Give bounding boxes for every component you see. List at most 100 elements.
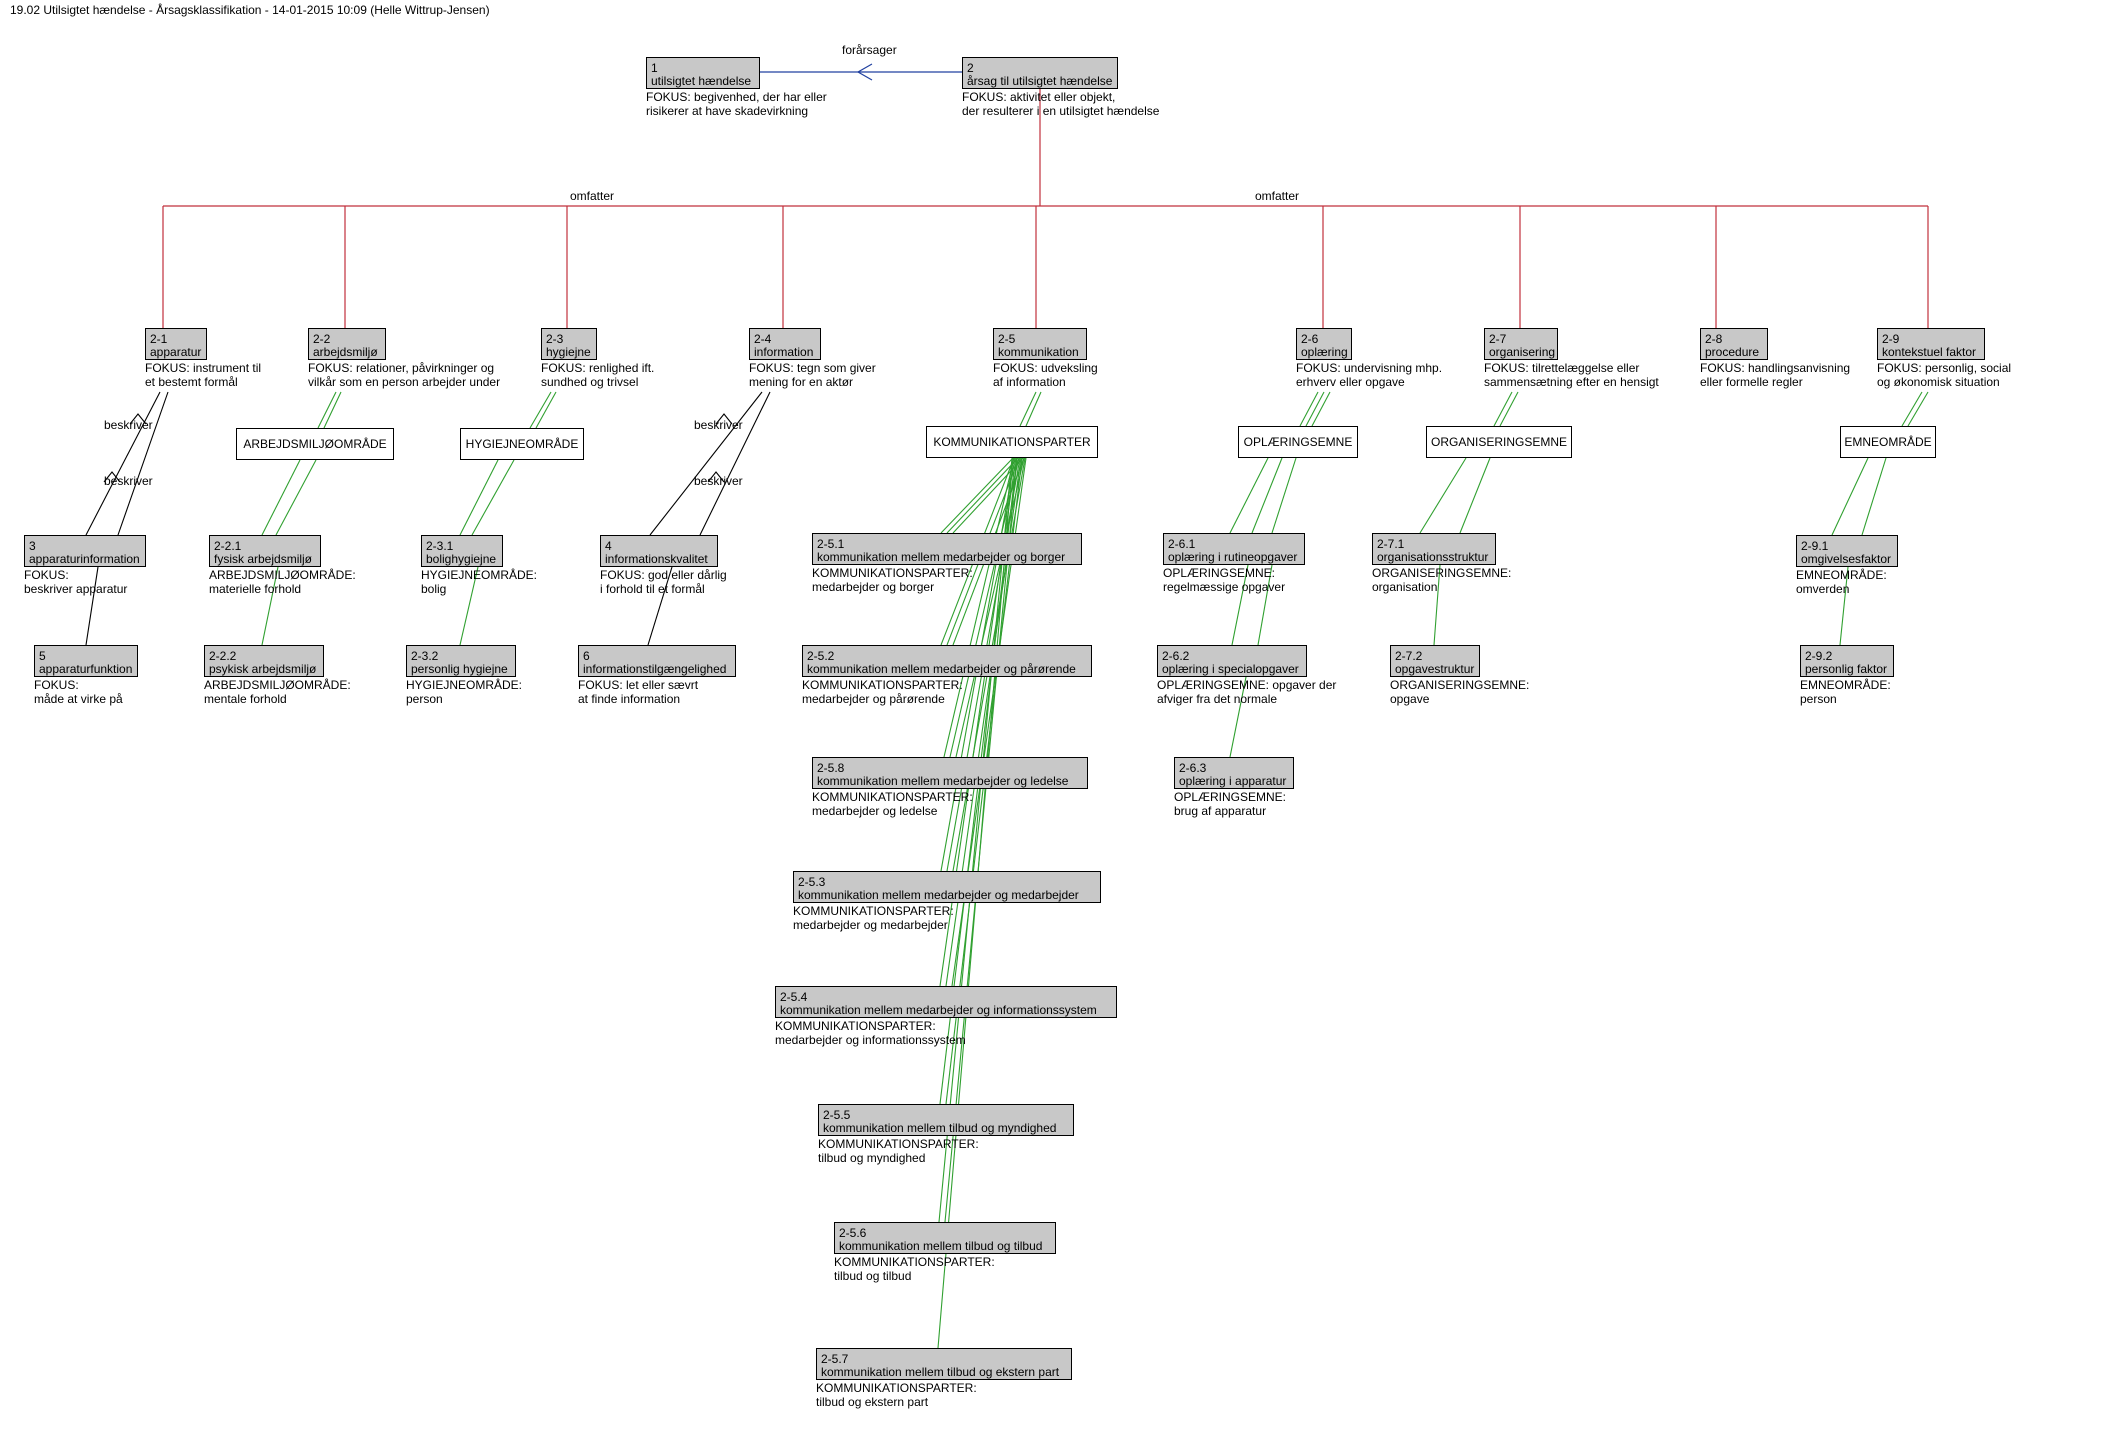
description-line: FOKUS: god eller dårlig — [600, 568, 727, 582]
class-id: 2-6 — [1301, 332, 1319, 346]
description-line: opgave — [1390, 692, 1430, 706]
class-name: kommunikation mellem medarbejder og lede… — [817, 774, 1069, 788]
aspect-line — [1839, 566, 1849, 646]
aspect-line — [1305, 391, 1325, 427]
class-id: 4 — [605, 539, 612, 553]
class-id: 2-8 — [1705, 332, 1723, 346]
description-line: sammensætning efter en hensigt — [1484, 375, 1659, 389]
description-line: OPLÆRINGSEMNE: opgaver der — [1157, 678, 1337, 692]
aspect-line — [1271, 457, 1297, 534]
aspect-box-emneområde[interactable]: EMNEOMRÅDE — [1840, 426, 1936, 458]
relation-line — [85, 566, 99, 646]
class-name: apparaturfunktion — [39, 662, 133, 676]
relation-label-describes-3: beskriver — [694, 418, 743, 432]
description-line: KOMMUNIKATIONSPARTER: — [812, 790, 973, 804]
relation-label-includes-right: omfatter — [1255, 189, 1300, 203]
page-title: 19.02 Utilsigtet hændelse - Årsagsklassi… — [10, 3, 490, 17]
class-id: 2-9 — [1882, 332, 1900, 346]
class-name: organisering — [1489, 345, 1556, 359]
class-name: opgavestruktur — [1395, 662, 1475, 676]
class-name: utilsigtet hændelse — [651, 74, 752, 88]
aspect-box-arbejdsmiljøområde[interactable]: ARBEJDSMILJØOMRÅDE — [236, 428, 394, 460]
description-line: KOMMUNIKATIONSPARTER: — [812, 566, 973, 580]
class-id: 2-3 — [546, 332, 564, 346]
class-id: 2-5.3 — [798, 875, 826, 889]
description-line: af information — [993, 375, 1066, 389]
class-description: ARBEJDSMILJØOMRÅDE:materielle forhold — [209, 568, 356, 596]
aspect-line — [946, 457, 1019, 534]
class-description: HYGIEJNEOMRÅDE:bolig — [421, 568, 537, 596]
class-name: kommunikation mellem medarbejder og info… — [780, 1003, 1097, 1017]
class-id: 2 — [967, 61, 974, 75]
aspect-line — [1251, 457, 1283, 534]
description-line: at finde information — [578, 692, 681, 706]
class-description: HYGIEJNEOMRÅDE:person — [406, 678, 522, 706]
class-name: fysisk arbejdsmiljø — [214, 552, 313, 566]
class-description: KOMMUNIKATIONSPARTER:medarbejder og meda… — [793, 904, 954, 932]
description-line: materielle forhold — [209, 582, 302, 596]
aspect-box-kommunikationsparter[interactable]: KOMMUNIKATIONSPARTER — [926, 426, 1098, 458]
association-arrow — [856, 63, 873, 81]
class-description: KOMMUNIKATIONSPARTER:medarbejder og pårø… — [802, 678, 963, 706]
description-line: FOKUS: — [24, 568, 69, 582]
description-line: tilbud og ekstern part — [816, 1395, 929, 1409]
aspect-box-organiseringsemne[interactable]: ORGANISERINGSEMNE — [1426, 426, 1572, 458]
description-line: afviger fra det normale — [1157, 692, 1278, 706]
description-line: ORGANISERINGSEMNE: — [1390, 678, 1530, 692]
class-id: 2-3.1 — [426, 539, 454, 553]
class-name: årsag til utilsigtet hændelse — [967, 74, 1113, 88]
class-id: 2-5.6 — [839, 1226, 867, 1240]
class-name: informationstilgængelighed — [583, 662, 727, 676]
aspect-line — [1861, 457, 1887, 536]
aspect-box-oplæringsemne[interactable]: OPLÆRINGSEMNE — [1238, 426, 1358, 458]
description-line: tilbud og myndighed — [818, 1151, 926, 1165]
class-name: arbejdsmiljø — [313, 345, 378, 359]
class-name: kommunikation mellem tilbud og tilbud — [839, 1239, 1043, 1253]
relation-line — [85, 391, 161, 536]
aspect-box-hygiejneområde[interactable]: HYGIEJNEOMRÅDE — [460, 428, 584, 460]
aspect-line — [459, 459, 499, 536]
class-name: kontekstuel faktor — [1882, 345, 1977, 359]
description-line: ARBEJDSMILJØOMRÅDE: — [204, 678, 351, 692]
class-description: FOKUS:måde at virke på — [34, 678, 123, 706]
description-line: person — [1800, 692, 1837, 706]
class-name: information — [754, 345, 814, 359]
description-line: EMNEOMRÅDE: — [1796, 568, 1887, 582]
